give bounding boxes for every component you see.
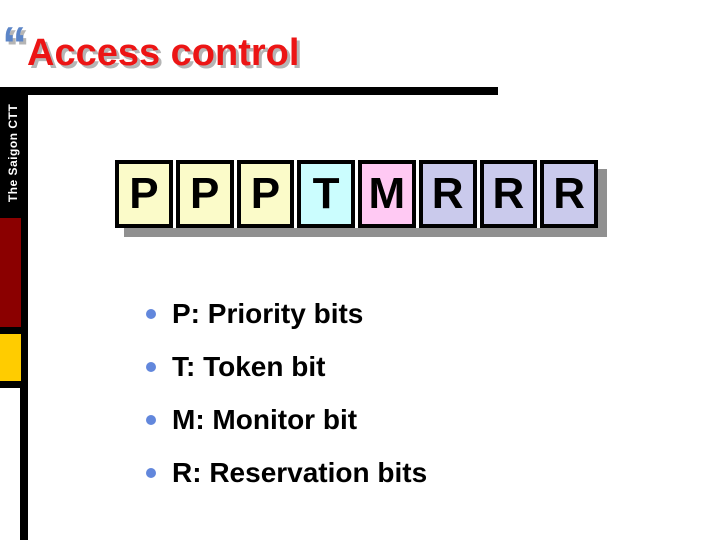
sidebar-separator	[0, 327, 28, 334]
bullet-icon	[146, 414, 156, 425]
sidebar-brand-text: The Saigon CTT	[6, 103, 21, 202]
legend-item-text: T: Token bit	[172, 350, 326, 382]
legend-item-text: M: Monitor bit	[172, 403, 358, 435]
legend-item: R: Reservation bits	[146, 446, 427, 499]
bullet-icon	[146, 361, 156, 372]
bitfield-cell-t: T	[297, 160, 355, 228]
sidebar-red-block	[0, 218, 21, 327]
legend-item: P: Priority bits	[146, 287, 427, 340]
legend-list: P: Priority bits T: Token bit M: Monitor…	[146, 287, 427, 499]
legend-item-text: P: Priority bits	[172, 297, 364, 329]
open-quote-icon: “	[2, 17, 27, 73]
sidebar-vertical-line	[20, 87, 28, 540]
sidebar-brand-bar: The Saigon CTT	[0, 87, 27, 218]
legend-item-text: R: Reservation bits	[172, 456, 428, 488]
bullet-icon	[146, 467, 156, 478]
legend-item: T: Token bit	[146, 340, 427, 393]
bitfield-row: P P P T M R R R	[115, 160, 598, 228]
bitfield-cell-p2: P	[175, 160, 234, 228]
title-underline-bar	[0, 87, 498, 95]
bitfield-cell-r2: R	[479, 160, 538, 228]
bitfield-cell-m: M	[358, 160, 416, 228]
bullet-icon	[146, 308, 156, 319]
bitfield-cell-r1: R	[418, 160, 477, 228]
sidebar-yellow-block	[0, 334, 21, 381]
bitfield-cell-p3: P	[236, 160, 295, 228]
page-title: Access control	[27, 32, 300, 74]
bitfield-cell-r3: R	[540, 160, 598, 228]
legend-item: M: Monitor bit	[146, 393, 427, 446]
bitfield-cell-p1: P	[115, 160, 173, 228]
sidebar-separator	[0, 381, 28, 388]
